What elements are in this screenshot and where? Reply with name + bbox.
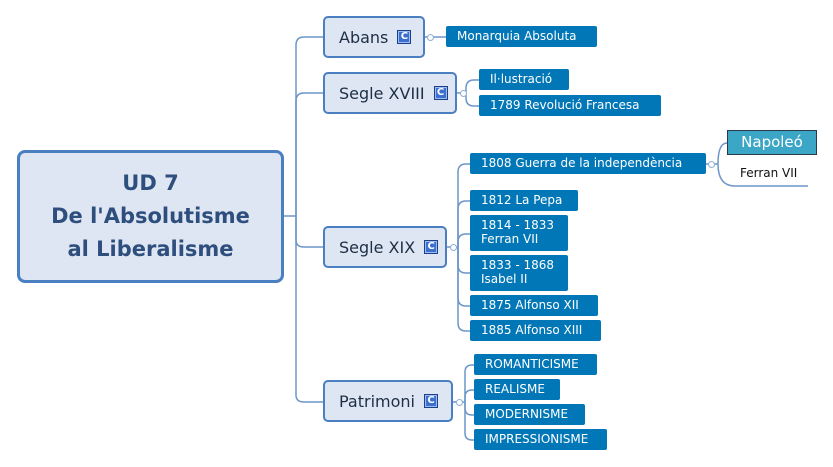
comment-icon[interactable]: C [424, 240, 439, 254]
subtopic-alfonso-xii[interactable]: 1875 Alfonso XII [470, 295, 598, 316]
collapse-toggle-segle-xix[interactable] [450, 244, 457, 251]
collapse-toggle-1808[interactable] [708, 161, 715, 168]
central-topic-line-1: UD 7 [122, 171, 179, 195]
central-topic[interactable]: UD 7 De l'Absolutisme al Liberalisme [17, 150, 284, 283]
topic-label: Segle XIX [339, 237, 416, 257]
subtopic-la-pepa[interactable]: 1812 La Pepa [470, 190, 578, 211]
subtopic-ferran-vii-text[interactable]: Ferran VII [740, 166, 798, 180]
topic-abans[interactable]: Abans C [323, 16, 425, 58]
collapse-toggle-patrimoni[interactable] [456, 399, 463, 406]
central-topic-line-2: De l'Absolutisme [51, 204, 250, 228]
subtopic-guerra-independencia[interactable]: 1808 Guerra de la independència [470, 153, 706, 174]
topic-label: Patrimoni [339, 391, 415, 411]
topic-label: Abans [339, 27, 389, 47]
subtopic-realisme[interactable]: REALISME [474, 379, 560, 400]
subtopic-romanticisme[interactable]: ROMANTICISME [474, 354, 597, 375]
subtopic-modernisme[interactable]: MODERNISME [474, 404, 585, 425]
subtopic-impressionisme[interactable]: IMPRESSIONISME [474, 429, 607, 450]
subtopic-alfonso-xiii[interactable]: 1885 Alfonso XIII [470, 320, 601, 341]
subtopic-napoleo[interactable]: Napoleó [727, 130, 817, 155]
subtopic-ferran-vii[interactable]: 1814 - 1833 Ferran VII [470, 215, 568, 251]
comment-icon[interactable]: C [424, 394, 438, 408]
comment-icon[interactable]: C [397, 30, 412, 44]
collapse-toggle-abans[interactable] [427, 34, 434, 41]
central-topic-line-3: al Liberalisme [67, 237, 234, 261]
topic-patrimoni[interactable]: Patrimoni C [323, 380, 453, 422]
subtopic-illustracio[interactable]: Il·lustració [479, 69, 569, 90]
topic-label: Segle XVIII [339, 83, 425, 103]
topic-segle-xviii[interactable]: Segle XVIII C [323, 72, 457, 114]
collapse-toggle-segle-xviii[interactable] [460, 90, 467, 97]
comment-icon[interactable]: C [433, 86, 448, 100]
topic-segle-xix[interactable]: Segle XIX C [323, 226, 447, 268]
subtopic-revolucio-francesa[interactable]: 1789 Revolució Francesa [479, 95, 661, 116]
subtopic-isabel-ii[interactable]: 1833 - 1868 Isabel II [470, 255, 568, 291]
subtopic-monarquia-absoluta[interactable]: Monarquia Absoluta [446, 26, 597, 47]
